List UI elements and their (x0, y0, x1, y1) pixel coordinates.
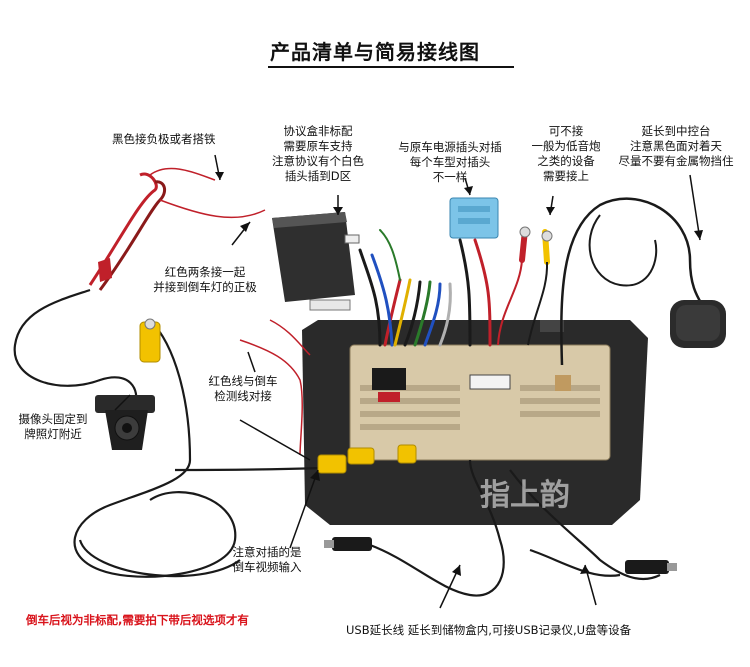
subwoofer-line-1: 可不接 (548, 124, 584, 138)
protocol-box-line-1: 需要原车支持 (283, 139, 353, 153)
power-plug-line-1: 与原车电源插头对插 (398, 140, 502, 154)
title-underline (268, 66, 514, 68)
gps-line-1: 延长到中控台 (641, 124, 711, 138)
camera-line-1: 摄像头固定到 (18, 412, 88, 426)
label-power-plug: 与原车电源插头对插 每个车型对插头 不一样 (385, 140, 515, 185)
video-input-plugs (317, 444, 417, 474)
rca-plugs (497, 226, 553, 346)
label-gps: 延长到中控台 注意黑色面对着天 尽量不要有金属物挡住 (612, 124, 740, 169)
protocol-box (272, 212, 360, 311)
power-plug-line-2: 每个车型对插头 (409, 155, 491, 169)
head-unit (302, 320, 648, 525)
gps-line-2: 注意黑色面对着天 (630, 139, 722, 153)
camera-cable (13, 288, 321, 578)
label-red-two: 红色两条接一起 并接到倒车灯的正极 (140, 265, 270, 295)
page-title: 产品清单与简易接线图 (270, 40, 480, 64)
usb-connectors (324, 537, 677, 574)
gps-line-3: 尽量不要有金属物挡住 (618, 154, 734, 168)
protocol-box-line-3: 插头插到D区 (284, 169, 352, 183)
subwoofer-line-4: 需要接上 (543, 169, 589, 183)
red-two-line-1: 红色两条接一起 (164, 265, 246, 279)
usb-note: USB延长线 延长到储物盒内,可接USB记录仪,U盘等设备 (346, 623, 632, 637)
reverse-detect-wire (239, 339, 303, 456)
gps-antenna (560, 197, 726, 366)
wire-harness (358, 229, 492, 347)
protocol-box-title: 协议盒非标配 (283, 124, 353, 138)
reverse-light-wire (269, 319, 311, 356)
usb-cables (369, 459, 661, 597)
video-input-line-1: 注意对插的是 (232, 545, 302, 559)
power-plug-line-3: 不一样 (432, 170, 468, 184)
label-subwoofer: 可不接 一般为低音炮 之类的设备 需要接上 (520, 124, 612, 184)
red-two-line-2: 并接到倒车灯的正极 (153, 280, 257, 294)
camera-rca (139, 318, 161, 363)
subwoofer-line-3: 之类的设备 (537, 154, 595, 168)
label-red-reverse: 红色线与倒车 检测线对接 (198, 374, 288, 404)
label-black-ground: 黑色接负极或者搭铁 (112, 132, 216, 146)
protocol-box-line-2: 注意协议有个白色 (272, 154, 364, 168)
rear-camera (95, 395, 155, 450)
power-plug (449, 197, 499, 239)
label-camera: 摄像头固定到 牌照灯附近 (10, 412, 96, 442)
rear-camera-note: 倒车后视为非标配,需要拍下带后视选项才有 (26, 613, 249, 627)
subwoofer-line-2: 一般为低音炮 (531, 139, 601, 153)
label-protocol-box: 协议盒非标配 需要原车支持 注意协议有个白色 插头插到D区 (258, 124, 378, 184)
camera-line-2: 牌照灯附近 (24, 427, 82, 441)
red-reverse-line-2: 检测线对接 (214, 389, 272, 403)
label-video-input: 注意对插的是 倒车视频输入 (222, 545, 312, 575)
video-input-line-2: 倒车视频输入 (232, 560, 302, 574)
watermark-text: 指上韵 (480, 478, 570, 513)
red-reverse-line-1: 红色线与倒车 (208, 374, 278, 388)
arrow-heads (215, 172, 703, 576)
power-wires-left (88, 167, 266, 291)
